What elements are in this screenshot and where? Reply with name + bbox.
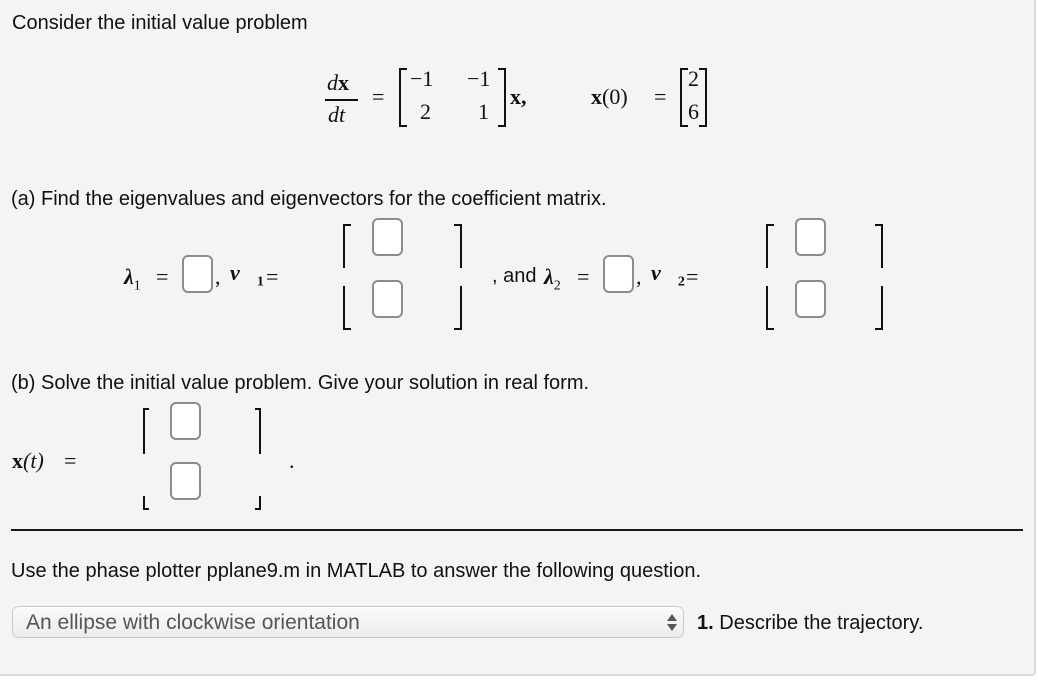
v1-component-1-input[interactable] — [372, 218, 403, 256]
v2-label: v⃗2 — [651, 260, 685, 290]
trajectory-select[interactable]: An ellipse with clockwise orientation — [12, 606, 684, 638]
v1-label: v⃗1 — [230, 260, 264, 290]
matrix-a11: −1 — [410, 66, 434, 91]
ic-x2: 6 — [688, 99, 699, 124]
xt-component-2-input[interactable] — [170, 462, 201, 500]
v1-equals: = — [266, 264, 279, 289]
lambda2-input[interactable] — [603, 255, 634, 293]
matrix-a22: 1 — [478, 99, 489, 124]
comma: , — [636, 264, 642, 289]
v2-equals: = — [686, 264, 699, 289]
x-symbol: x — [12, 448, 23, 473]
equals-sign: = — [372, 84, 385, 109]
v2-left-bracket-top — [766, 224, 774, 268]
intro-text: Consider the initial value problem — [12, 12, 308, 34]
fraction-line — [325, 99, 358, 101]
xt-component-1-input[interactable] — [170, 402, 201, 440]
arrow-up-icon — [667, 614, 677, 621]
v2-right-bracket-bottom — [875, 286, 883, 330]
matrix-a21: 2 — [420, 99, 431, 124]
item-text: Describe the trajectory. — [719, 612, 924, 634]
subscript: 2 — [677, 274, 685, 290]
subscript: 1 — [133, 278, 141, 294]
question-item-label: 1. Describe the trajectory. — [697, 612, 923, 635]
arrow-down-icon — [667, 624, 677, 631]
matrix-a12: −1 — [467, 66, 491, 91]
x-of-t-label: x(t) — [12, 448, 44, 474]
period: . — [289, 448, 295, 473]
d-symbol: d — [327, 70, 338, 95]
trajectory-select-value: An ellipse with clockwise orientation — [26, 611, 360, 634]
ic-equals-sign: = — [654, 84, 667, 109]
v1-right-bracket-top — [454, 224, 462, 268]
lambda1-equals: = — [156, 264, 169, 289]
question-prompt: Use the phase plotter pplane9.m in MATLA… — [11, 560, 702, 582]
xt-left-bracket-top — [143, 408, 149, 454]
and-text: , and — [492, 265, 537, 287]
lambda2-equals: = — [577, 264, 590, 289]
ic-x1: 2 — [688, 66, 699, 91]
vector-v-symbol: v⃗ — [651, 260, 678, 285]
matrix-right-bracket-bottom — [498, 97, 506, 127]
x-vector-var: x, — [510, 84, 527, 109]
matrix-left-bracket-top — [399, 68, 407, 98]
matrix-left-bracket-bottom — [399, 97, 407, 127]
v1-component-2-input[interactable] — [372, 280, 403, 318]
subscript: 1 — [256, 274, 264, 290]
v1-right-bracket-bottom — [454, 286, 462, 330]
v2-component-1-input[interactable] — [795, 218, 826, 256]
ic-right-bracket-bottom — [699, 97, 707, 127]
part-b-prompt: (b) Solve the initial value problem. Giv… — [11, 372, 590, 394]
vector-v-symbol: v⃗ — [230, 260, 257, 285]
x-symbol: x — [591, 84, 602, 109]
section-divider — [11, 529, 1023, 531]
x-of-t-equals: = — [64, 448, 77, 473]
matrix-right-bracket-top — [498, 68, 506, 98]
lambda1-label: λ1 — [124, 264, 141, 294]
part-a-prompt: (a) Find the eigenvalues and eigenvector… — [11, 188, 607, 210]
ic-right-bracket-top — [699, 68, 707, 98]
xt-left-bracket-bottom — [143, 496, 149, 510]
x-symbol: x — [338, 70, 349, 95]
subscript: 2 — [553, 278, 561, 294]
lambda1-input[interactable] — [182, 255, 213, 293]
xt-right-bracket-bottom — [255, 496, 261, 510]
v2-left-bracket-bottom — [766, 286, 774, 330]
v1-left-bracket-bottom — [343, 286, 351, 330]
lambda2-label: λ2 — [544, 264, 561, 294]
comma: , — [215, 264, 221, 289]
ic-left-bracket-bottom — [680, 97, 688, 127]
v2-right-bracket-top — [875, 224, 883, 268]
updown-arrows-icon — [667, 613, 677, 633]
v1-left-bracket-top — [343, 224, 351, 268]
lambda-symbol: λ — [544, 264, 554, 289]
t-arg: (t) — [23, 448, 44, 473]
item-number: 1. — [697, 612, 714, 634]
ic-left-bracket-top — [680, 68, 688, 98]
dt-denominator: dt — [328, 102, 346, 127]
xt-right-bracket-top — [255, 408, 261, 454]
zero-arg: (0) — [602, 84, 628, 109]
dx-numerator: dx — [327, 70, 349, 96]
v2-component-2-input[interactable] — [795, 280, 826, 318]
lambda-symbol: λ — [124, 264, 134, 289]
initial-condition-label: x(0) — [591, 84, 628, 110]
